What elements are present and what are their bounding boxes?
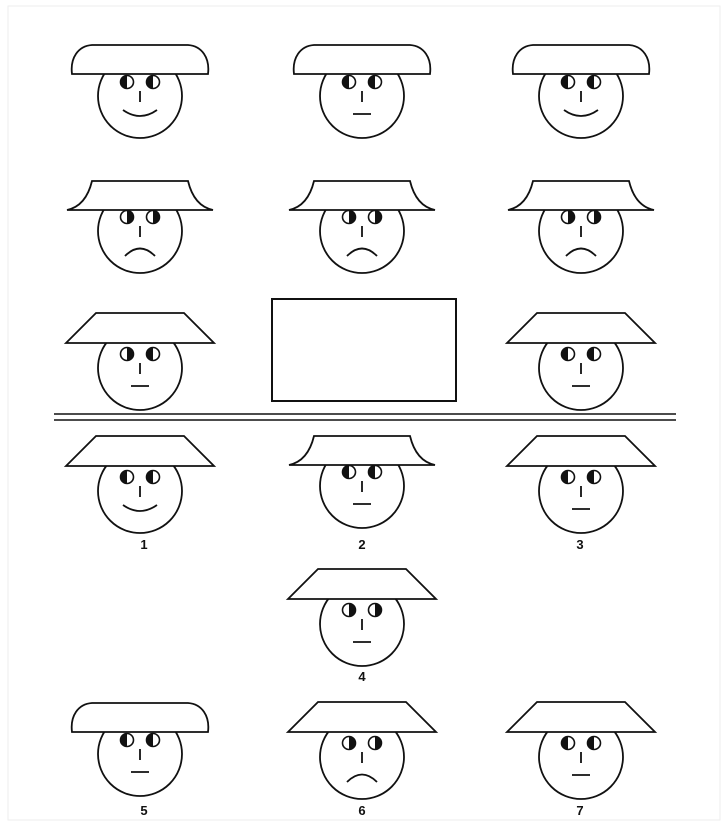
rounded-hat-icon bbox=[513, 45, 650, 74]
eye-icon bbox=[147, 471, 160, 484]
eye-icon bbox=[562, 737, 575, 750]
eye-icon bbox=[588, 471, 601, 484]
eye-icon bbox=[147, 211, 160, 224]
eye-icon bbox=[369, 466, 382, 479]
eye-icon bbox=[588, 211, 601, 224]
eye-icon bbox=[121, 734, 134, 747]
eye-icon bbox=[343, 604, 356, 617]
eye-icon bbox=[343, 211, 356, 224]
eye-icon bbox=[562, 76, 575, 89]
eye-icon bbox=[121, 211, 134, 224]
eye-icon bbox=[588, 348, 601, 361]
eye-icon bbox=[369, 211, 382, 224]
option-7-label: 7 bbox=[576, 803, 583, 818]
eye-icon bbox=[369, 737, 382, 750]
eye-icon bbox=[562, 471, 575, 484]
eye-icon bbox=[343, 76, 356, 89]
eye-icon bbox=[588, 76, 601, 89]
option-5-label: 5 bbox=[140, 803, 147, 818]
eye-icon bbox=[147, 76, 160, 89]
option-6-label: 6 bbox=[358, 803, 365, 818]
rounded-hat-icon bbox=[72, 703, 209, 732]
option-3-label: 3 bbox=[576, 537, 583, 552]
eye-icon bbox=[121, 348, 134, 361]
eye-icon bbox=[343, 737, 356, 750]
rounded-hat-icon bbox=[72, 45, 209, 74]
eye-icon bbox=[121, 471, 134, 484]
option-2-label: 2 bbox=[358, 537, 365, 552]
rounded-hat-icon bbox=[294, 45, 431, 74]
eye-icon bbox=[343, 466, 356, 479]
option-1-label: 1 bbox=[140, 537, 147, 552]
eye-icon bbox=[121, 76, 134, 89]
option-4-label: 4 bbox=[358, 669, 366, 684]
eye-icon bbox=[562, 211, 575, 224]
eye-icon bbox=[369, 76, 382, 89]
eye-icon bbox=[147, 348, 160, 361]
eye-icon bbox=[369, 604, 382, 617]
eye-icon bbox=[588, 737, 601, 750]
eye-icon bbox=[147, 734, 160, 747]
eye-icon bbox=[562, 348, 575, 361]
